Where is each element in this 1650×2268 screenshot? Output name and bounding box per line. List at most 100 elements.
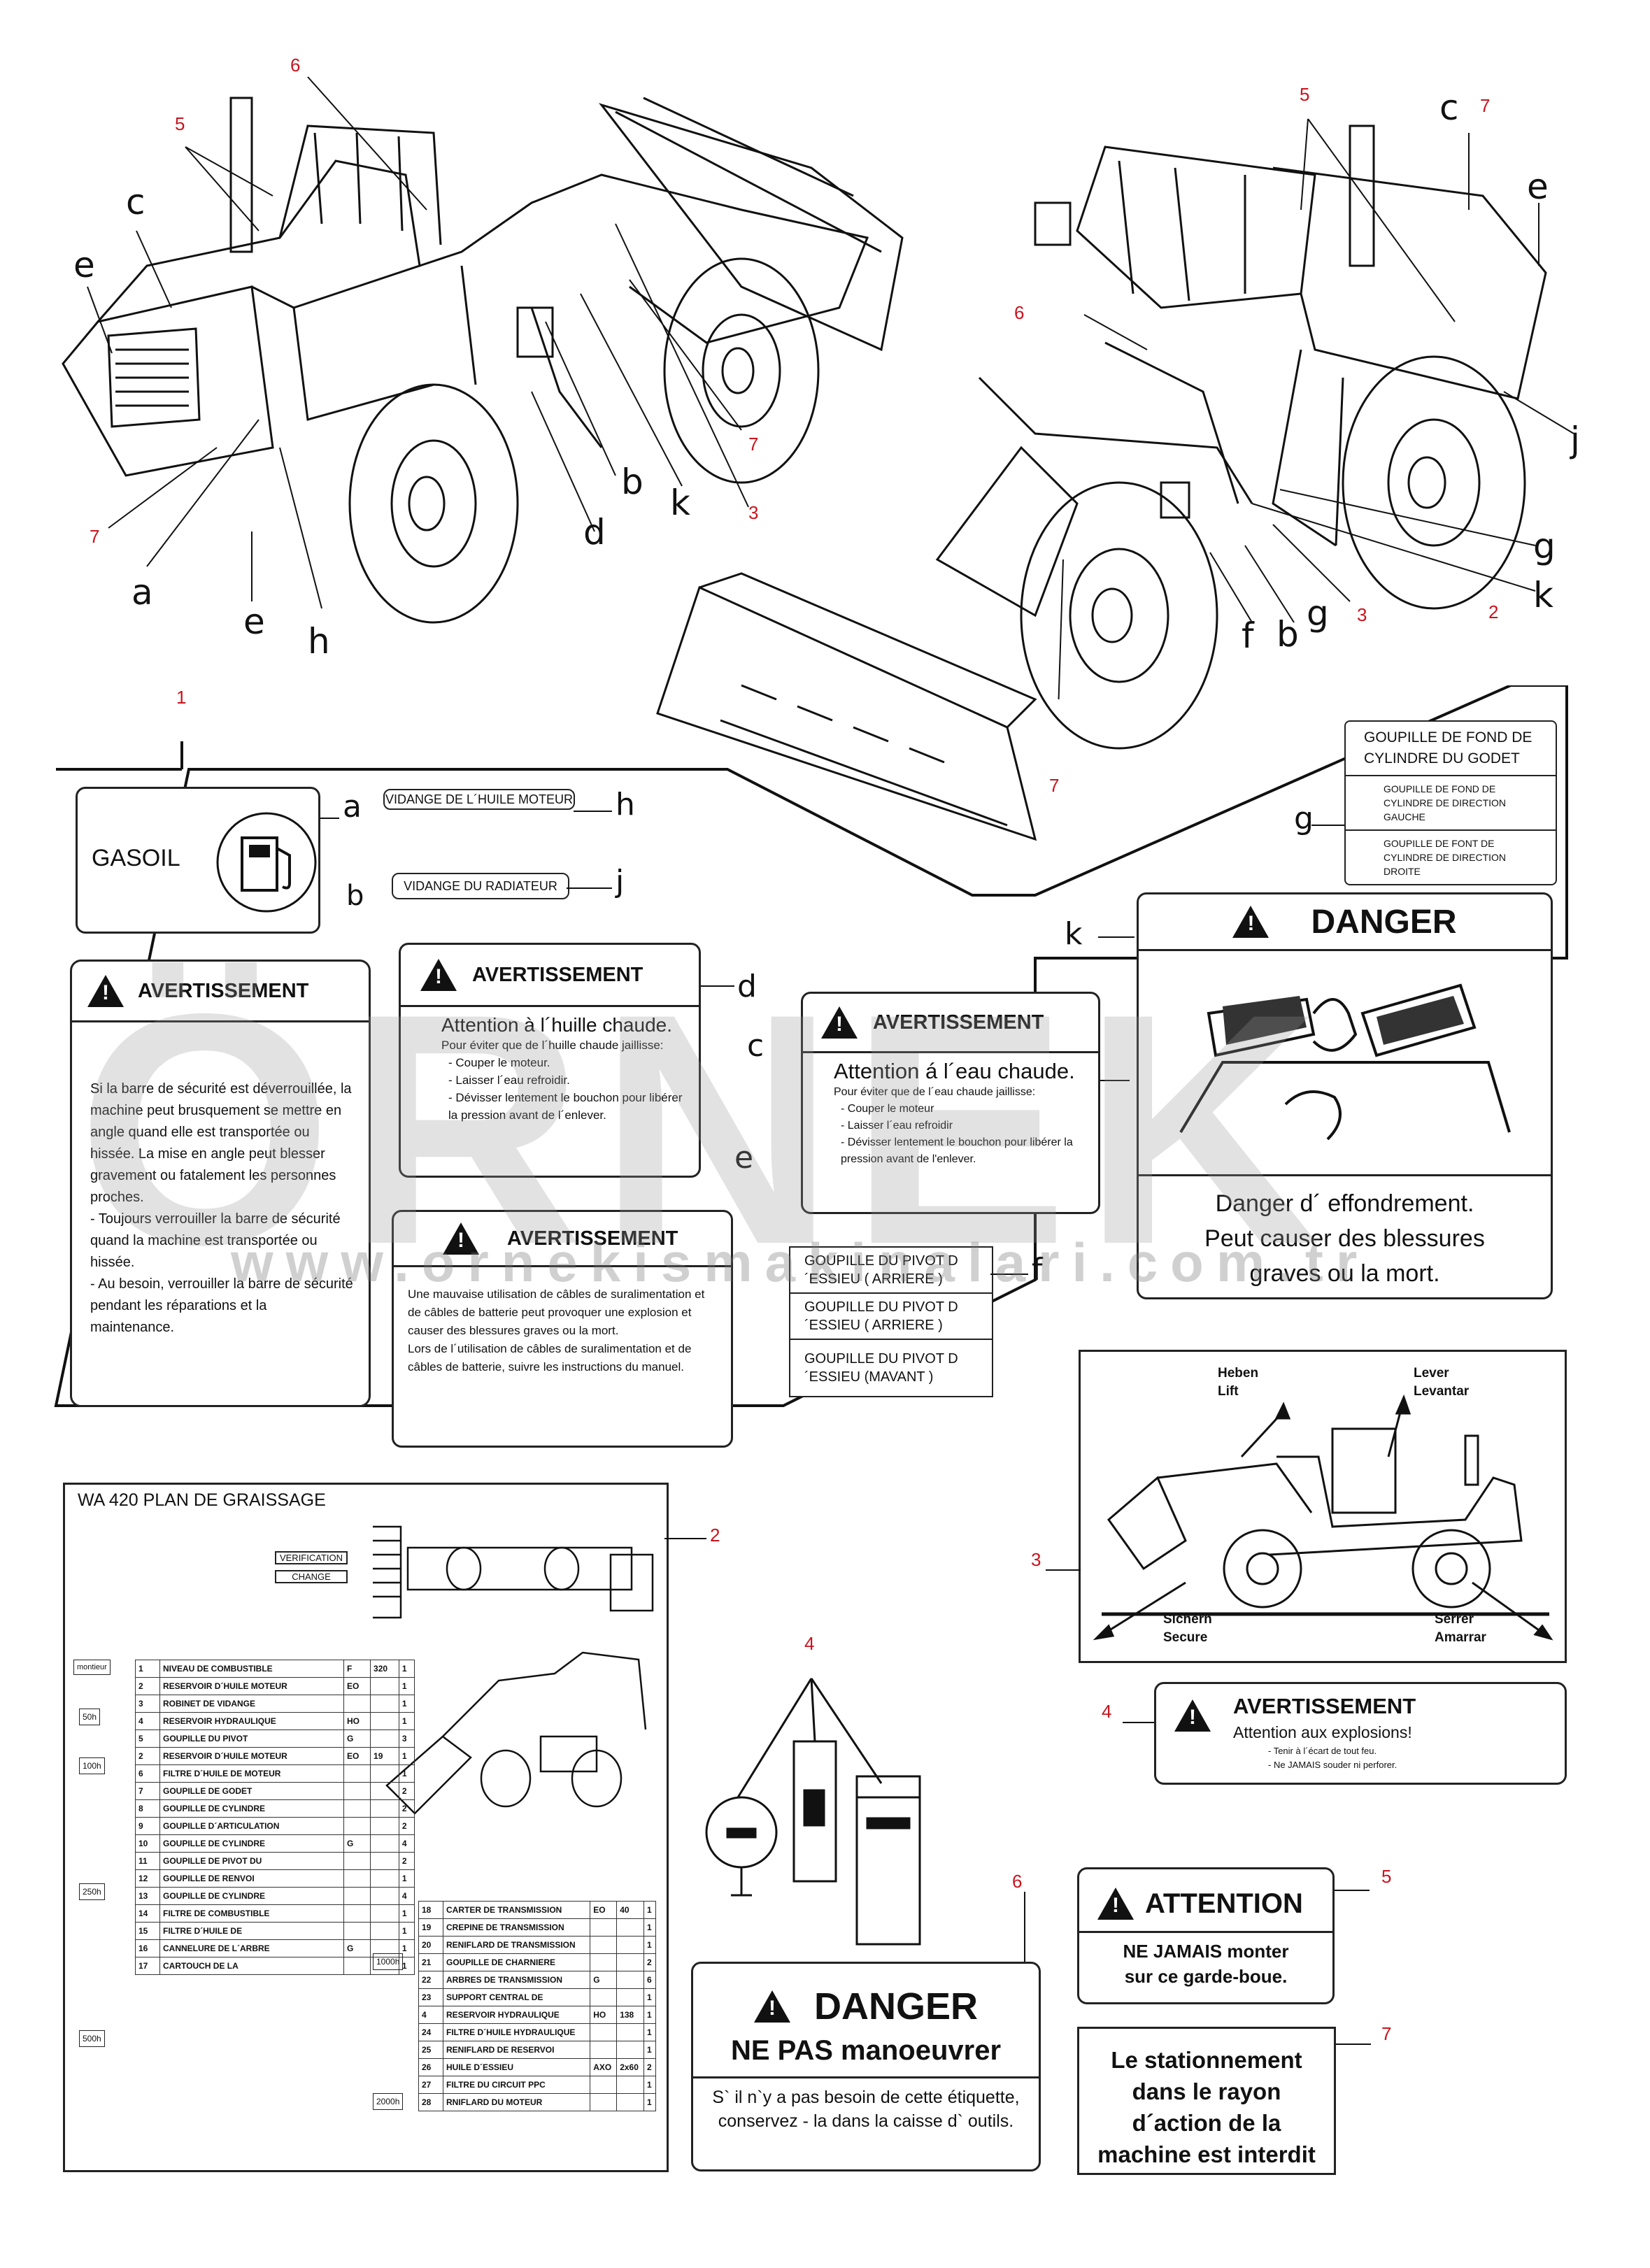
grease-cell: 6 xyxy=(643,1971,657,1989)
callout-e: e xyxy=(1527,166,1549,207)
grease-cell xyxy=(370,1834,399,1853)
grease-cell: 28 xyxy=(418,2093,443,2111)
callout-6: 6 xyxy=(1014,302,1025,323)
grease-cell: 1 xyxy=(135,1660,160,1678)
grease-cell xyxy=(590,2093,618,2111)
grease-cell: 2 xyxy=(135,1747,160,1765)
grease-cell: 2 xyxy=(398,1799,415,1818)
grease-cell: 1 xyxy=(643,1936,657,1954)
callout-c: c xyxy=(747,1028,764,1064)
callout-h: h xyxy=(308,621,330,662)
callout-6: 6 xyxy=(290,55,301,76)
label-c-heading: Attention á l´eau chaude. xyxy=(834,1059,1075,1083)
label-7-line3: d´action de la xyxy=(1132,2110,1281,2136)
grease-cell: 320 xyxy=(370,1660,399,1678)
grease-cell: FILTRE D´HUILE HYDRAULIQUE xyxy=(442,2023,591,2041)
callout-ticks xyxy=(320,811,1344,1275)
callout-4: 4 xyxy=(1102,1701,1112,1722)
grease-cell: RESERVOIR HYDRAULIQUE xyxy=(159,1712,345,1730)
grease-cell xyxy=(370,1957,399,1975)
callout-7: 7 xyxy=(1480,95,1491,116)
label-6-line2: conservez - la dans la caisse d` outils. xyxy=(718,2111,1014,2131)
grease-cell: 24 xyxy=(418,2023,443,2041)
callout-g: g xyxy=(1533,526,1556,566)
secure-text: Secure xyxy=(1163,1630,1208,1645)
callout-c: c xyxy=(126,182,145,222)
grease-cell: G xyxy=(590,1971,618,1989)
label-c-intro: Pour éviter que de l´eau chaude jailliss… xyxy=(834,1086,1036,1098)
callout-a: a xyxy=(343,789,362,825)
label-d-heading: Attention à l´huille chaude. xyxy=(441,1014,672,1036)
grease-cell xyxy=(343,1799,371,1818)
grease-cell: GOUPILLE DU PIVOT xyxy=(159,1729,345,1748)
grease-cell: 3 xyxy=(398,1729,415,1748)
grease-cell: 6 xyxy=(135,1764,160,1783)
grease-cell xyxy=(370,1729,399,1748)
grease-cell: 1 xyxy=(643,2041,657,2059)
callout-5: 5 xyxy=(175,113,185,134)
grease-cell: G xyxy=(343,1939,371,1957)
callout-6-line xyxy=(1024,1892,1025,1962)
label-c-avertissement: AVERTISSEMENT Attention á l´eau chaude. … xyxy=(801,992,1100,1214)
grease-cell: 2x60 xyxy=(616,2058,644,2076)
grease-cell xyxy=(370,1782,399,1800)
label-7-line1: Le stationnement xyxy=(1111,2047,1302,2073)
label-k-title: DANGER xyxy=(1311,903,1457,941)
grease-cell xyxy=(616,2076,644,2094)
grease-cell: 2 xyxy=(135,1677,160,1695)
label-b-bullet1: - Toujours verrouiller la barre de sécur… xyxy=(90,1211,341,1270)
grease-cell: 138 xyxy=(616,2006,644,2024)
grease-cell: 1 xyxy=(398,1904,415,1923)
callout-e: e xyxy=(243,601,265,642)
label-d-avertissement: AVERTISSEMENT Attention à l´huille chaud… xyxy=(399,943,701,1178)
grease-cell: CREPINE DE TRANSMISSION xyxy=(442,1918,591,1937)
grease-cell xyxy=(590,1918,618,1937)
grease-cell xyxy=(343,1957,371,1975)
warning-icon xyxy=(821,1006,858,1039)
grease-cell xyxy=(343,1904,371,1923)
grease-cell: FILTRE DU CIRCUIT PPC xyxy=(442,2076,591,2094)
grease-cell: SUPPORT CENTRAL DE xyxy=(442,1988,591,2006)
grease-cell: CARTOUCH DE LA xyxy=(159,1957,345,1975)
grease-cell: 4 xyxy=(398,1834,415,1853)
grease-cell: RENIFLARD DE TRANSMISSION xyxy=(442,1936,591,1954)
grease-cell: 13 xyxy=(135,1887,160,1905)
grease-cell: 18 xyxy=(418,1901,443,1919)
grease-cell: 19 xyxy=(418,1918,443,1937)
pivot-label-1: GOUPILLE DU PIVOT D´ESSIEU ( ARRIERE ) xyxy=(790,1248,992,1294)
grease-cell: HUILE D´ESSIEU xyxy=(442,2058,591,2076)
grease-cell xyxy=(370,1817,399,1835)
grease-cell xyxy=(370,1922,399,1940)
label-6-subtitle: NE PAS manoeuvrer xyxy=(730,2035,1002,2066)
callout-k: k xyxy=(670,483,690,523)
grease-cell xyxy=(370,1677,399,1695)
label-b-bullet2: - Au besoin, verrouiller la barre de séc… xyxy=(90,1276,353,1335)
grease-cell: 14 xyxy=(135,1904,160,1923)
label-k-line3: graves ou la mort. xyxy=(1249,1260,1440,1287)
grease-cell xyxy=(616,1988,644,2006)
grease-cell: 20 xyxy=(418,1936,443,1954)
grease-cell: 7 xyxy=(135,1782,160,1800)
sichern-text: Sichern xyxy=(1163,1612,1212,1627)
warning-icon xyxy=(1174,1699,1211,1732)
grease-cell: NIVEAU DE COMBUSTIBLE xyxy=(159,1660,345,1678)
grease-cell xyxy=(343,1764,371,1783)
label-h-vidange-huile: VIDANGE DE L´HUILE MOTEUR xyxy=(383,789,575,810)
grease-cell: 8 xyxy=(135,1799,160,1818)
grease-cell: RESERVOIR HYDRAULIQUE xyxy=(442,2006,591,2024)
callout-3: 3 xyxy=(1357,604,1367,625)
callout-7: 7 xyxy=(1381,2023,1392,2044)
grease-cell xyxy=(343,1887,371,1905)
callout-2-line xyxy=(664,1538,706,1539)
gasoil-text: GASOIL xyxy=(92,845,180,871)
label-b-avertissement: AVERTISSEMENT Si la barre de sécurité es… xyxy=(70,960,371,1407)
grease-cell: 1 xyxy=(643,1988,657,2006)
callout-a: a xyxy=(131,572,153,613)
